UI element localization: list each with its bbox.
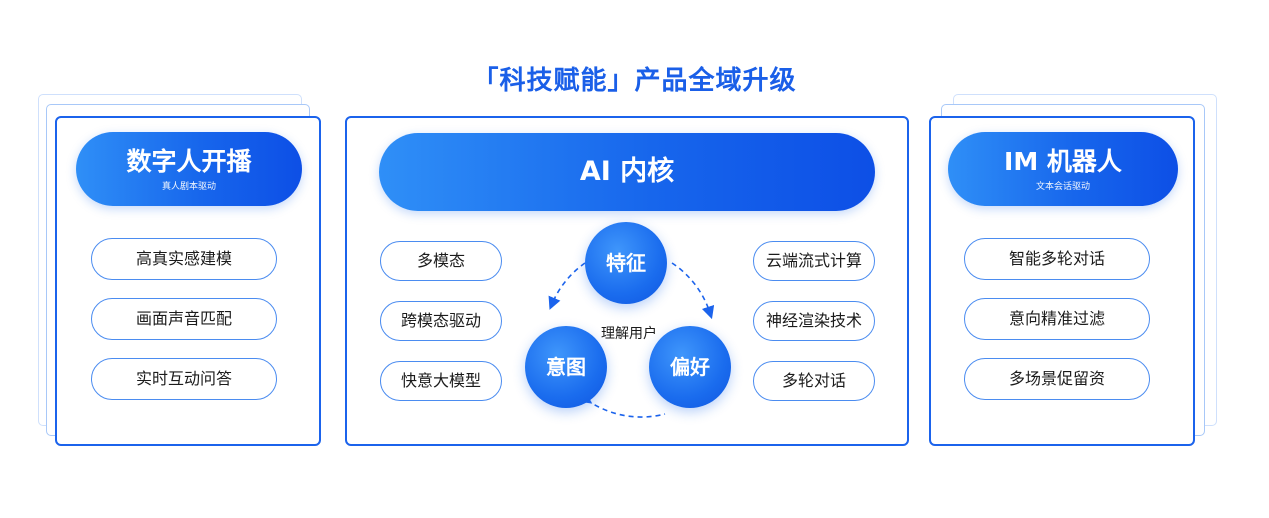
right-panel: IM 机器人 文本会话驱动 智能多轮对话 意向精准过滤 多场景促留资 [929, 116, 1195, 446]
center-right-item-2: 神经渲染技术 [753, 301, 875, 341]
left-panel-subtitle: 真人剧本驱动 [161, 182, 216, 192]
circle-preference: 偏好 [649, 326, 731, 408]
circle-intent: 意图 [525, 326, 607, 408]
left-item-2: 画面声音匹配 [91, 298, 277, 340]
left-item-3: 实时互动问答 [91, 358, 277, 400]
right-panel-header: IM 机器人 文本会话驱动 [948, 132, 1178, 206]
circle-feature: 特征 [585, 222, 667, 304]
center-left-item-1: 多模态 [380, 241, 502, 281]
page-title: 「科技赋能」产品全域升级 [472, 66, 797, 96]
center-right-item-3: 多轮对话 [753, 361, 875, 401]
right-item-2: 意向精准过滤 [964, 298, 1150, 340]
center-panel: AI 内核 多模态 跨模态驱动 快意大模型 云端流式计算 神经渲染技术 多轮对话… [345, 116, 909, 446]
center-right-item-1: 云端流式计算 [753, 241, 875, 281]
right-item-3: 多场景促留资 [964, 358, 1150, 400]
left-panel: 数字人开播 真人剧本驱动 高真实感建模 画面声音匹配 实时互动问答 [55, 116, 321, 446]
left-item-1: 高真实感建模 [91, 238, 277, 280]
left-panel-header: 数字人开播 真人剧本驱动 [76, 132, 302, 206]
right-panel-title: IM 机器人 [1004, 147, 1122, 176]
cycle-arrows [548, 262, 715, 418]
right-item-1: 智能多轮对话 [964, 238, 1150, 280]
right-panel-subtitle: 文本会话驱动 [1035, 182, 1090, 192]
center-left-item-2: 跨模态驱动 [380, 301, 502, 341]
center-left-item-3: 快意大模型 [380, 361, 502, 401]
center-panel-header: AI 内核 [379, 133, 875, 211]
left-panel-title: 数字人开播 [126, 147, 252, 176]
center-panel-title: AI 内核 [579, 156, 675, 187]
center-label: 理解用户 [601, 326, 657, 342]
